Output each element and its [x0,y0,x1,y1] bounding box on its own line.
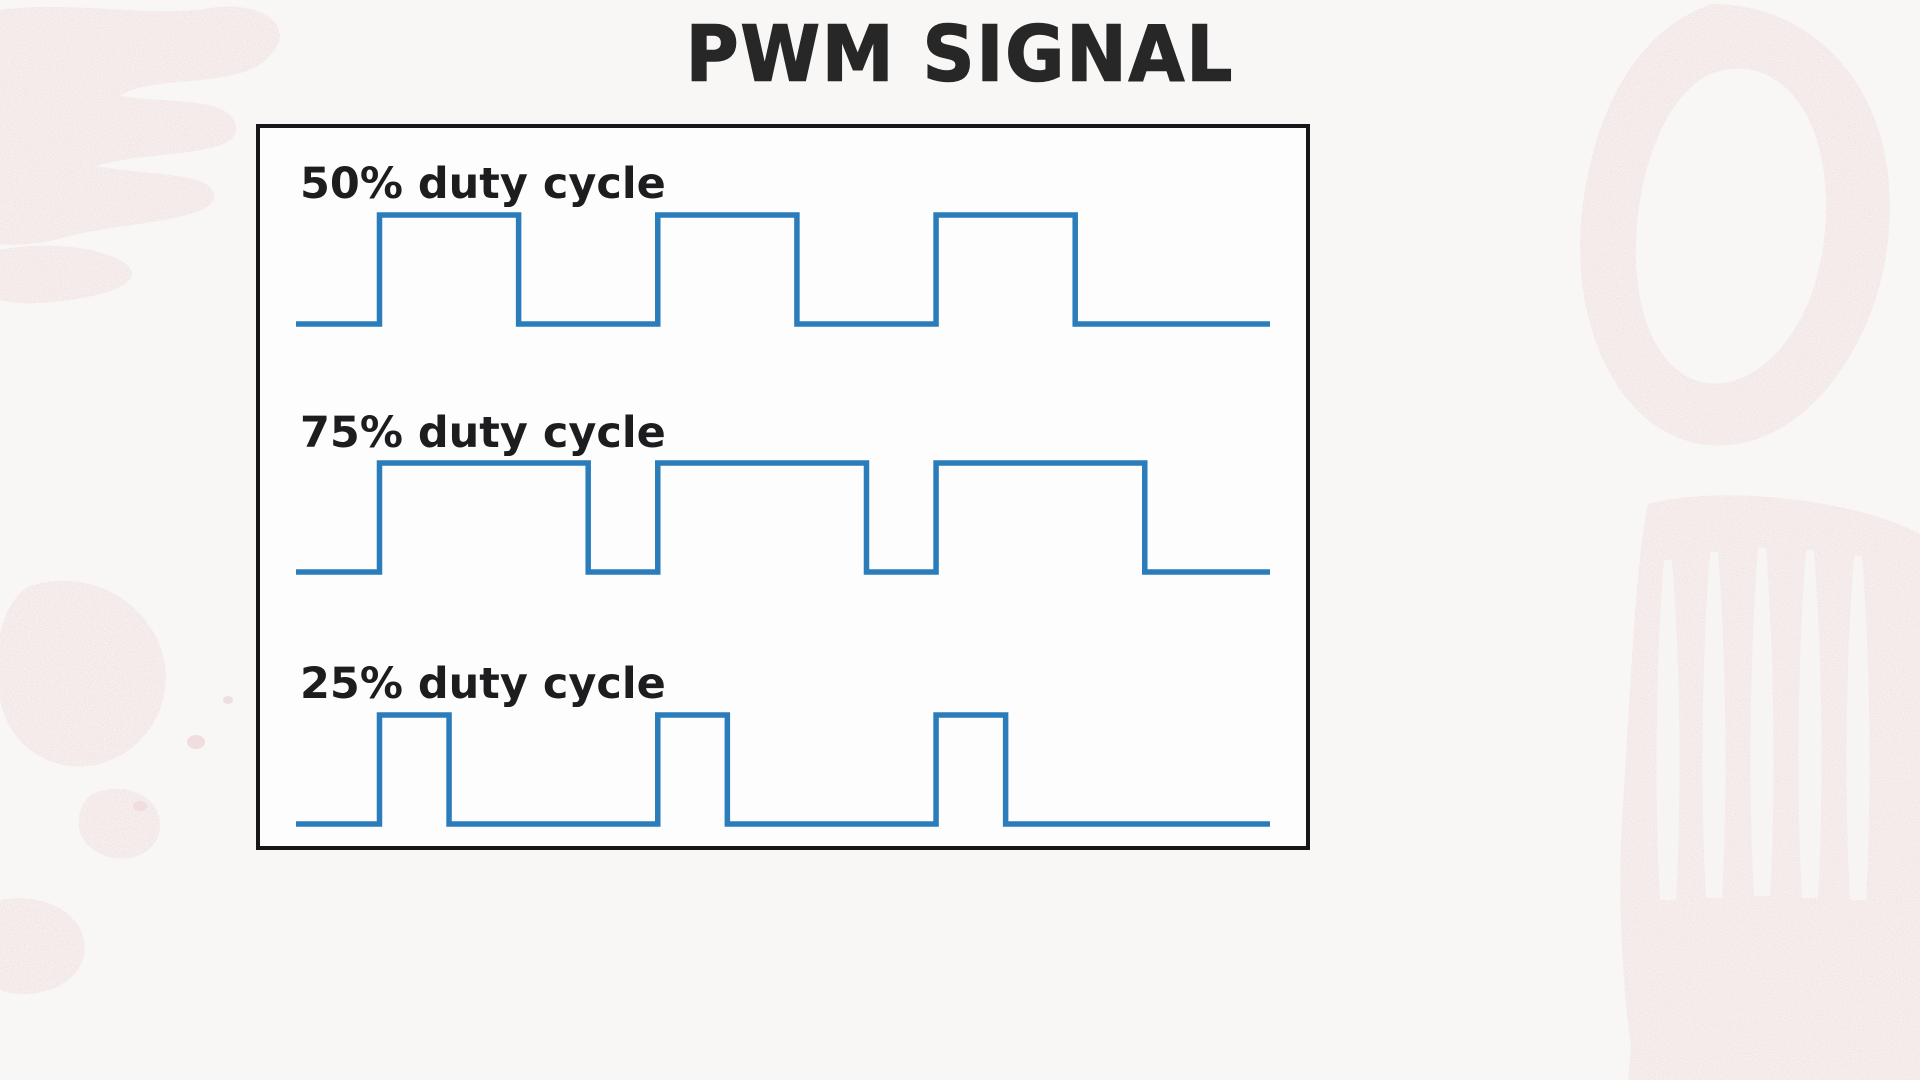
wave-path-50 [296,212,1270,327]
wave-row-75: 75% duty cycle [296,408,1270,575]
wave-row-25: 25% duty cycle [296,659,1270,827]
title-container: PWM SIGNAL [0,9,1920,99]
wave-label-75: 75% duty cycle [300,408,666,458]
decor-flecks [133,696,233,811]
wave-path-75 [296,460,1270,575]
wave-row-50: 50% duty cycle [296,159,1270,327]
pwm-waveform-chart: 50% duty cycle 75% duty cycle 25% duty c… [296,159,1270,827]
figure-panel: 50% duty cycle 75% duty cycle 25% duty c… [256,124,1310,850]
decor-block-bottom-right [1620,495,1920,1080]
wave-label-25: 25% duty cycle [300,659,666,709]
wave-path-25 [296,712,1270,827]
page-title: PWM SIGNAL [685,9,1235,99]
wave-label-50: 50% duty cycle [300,159,666,209]
decor-blobs-left [0,580,166,995]
